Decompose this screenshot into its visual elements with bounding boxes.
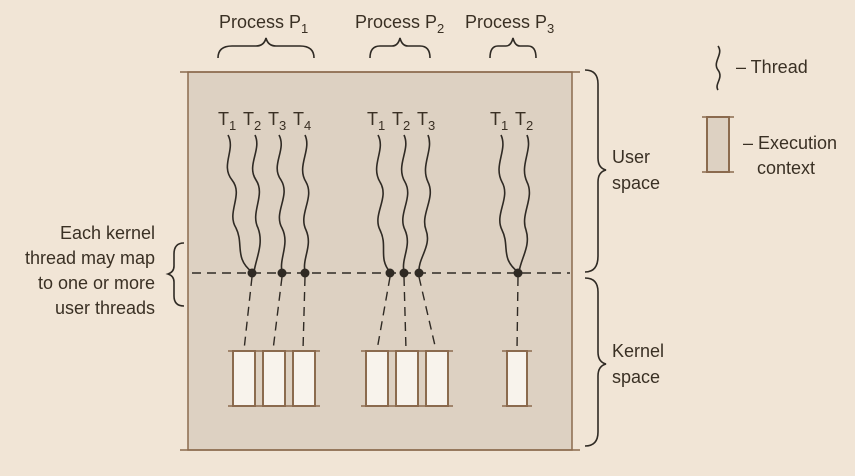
kernel-thread-dot xyxy=(277,268,287,278)
kernel-map-line xyxy=(418,276,437,351)
thread-label-p1-t3: T3 xyxy=(268,109,286,133)
kernel-thread-dot xyxy=(300,268,310,278)
legend: – Thread – Execution context xyxy=(702,45,837,178)
thread-legend-icon xyxy=(715,45,721,91)
kernel-map-line xyxy=(272,276,283,351)
execution-context-legend-icon xyxy=(706,116,730,173)
thread-label-p1-t2: T2 xyxy=(243,109,261,133)
left-note-line1: Each kernel xyxy=(60,223,155,243)
kernel-thread-dots xyxy=(247,268,523,278)
user-thread-p3-t1 xyxy=(498,134,519,273)
kernel-map-line xyxy=(376,276,391,351)
execution-context-box xyxy=(506,350,528,407)
thread-label-p2-t2: T2 xyxy=(392,109,410,133)
user-thread-p2-t3 xyxy=(418,134,432,273)
kernel-thread-dot xyxy=(414,268,424,278)
left-note-line2: thread may map xyxy=(25,248,155,268)
thread-label-p1-t4: T4 xyxy=(293,109,311,133)
kernel-thread-dot xyxy=(513,268,523,278)
kernel-map-line xyxy=(516,276,519,351)
process-p2-label: Process P2 xyxy=(355,12,444,36)
kernel-space-label-line1: Kernel xyxy=(612,341,664,361)
execution-context-box xyxy=(292,350,316,407)
kernel-thread-dot xyxy=(385,268,395,278)
kernel-map-line xyxy=(403,276,407,351)
legend-execution-label-line2: context xyxy=(757,158,815,178)
process-p1-label: Process P1 xyxy=(219,12,308,36)
left-note-line4: user threads xyxy=(55,298,155,318)
user-thread-p1-t3 xyxy=(276,134,286,273)
execution-context-box xyxy=(232,350,256,407)
user-threads xyxy=(226,134,531,273)
execution-context-box xyxy=(262,350,286,407)
process-p2-brace xyxy=(369,37,431,59)
user-thread-p1-t2 xyxy=(251,134,261,273)
kernel-thread-dot xyxy=(247,268,257,278)
execution-context-box xyxy=(425,350,449,407)
kernel-map-line xyxy=(302,276,306,351)
user-space-brace xyxy=(584,69,607,273)
execution-context-box xyxy=(365,350,389,407)
kernel-space-label-line2: space xyxy=(612,367,660,387)
user-thread-p1-t4 xyxy=(301,134,310,273)
user-thread-p2-t2 xyxy=(400,134,409,273)
thread-label-p3-t2: T2 xyxy=(515,109,533,133)
kernel-space-brace xyxy=(584,277,607,447)
thread-label-p2-t1: T1 xyxy=(367,109,385,133)
kernel-map-line xyxy=(243,276,253,351)
left-note-line3: to one or more xyxy=(38,273,155,293)
process-p1-brace xyxy=(217,37,315,59)
user-space-label-line2: space xyxy=(612,173,660,193)
kernel-thread-dot xyxy=(399,268,409,278)
execution-context-box xyxy=(395,350,419,407)
user-thread-p3-t2 xyxy=(518,134,531,273)
legend-execution-label-line1: – Execution xyxy=(743,133,837,153)
p1-thread-labels: T1 T2 T3 T4 xyxy=(218,109,311,133)
thread-label-p1-t1: T1 xyxy=(218,109,236,133)
kernel-mapping-lines xyxy=(243,276,519,351)
process-p3-brace xyxy=(489,37,537,59)
legend-thread-label: – Thread xyxy=(736,57,808,77)
left-note: Each kernel thread may map to one or mor… xyxy=(25,223,155,318)
execution-contexts xyxy=(228,350,532,407)
thread-label-p2-t3: T3 xyxy=(417,109,435,133)
process-p3-label: Process P3 xyxy=(465,12,554,36)
user-thread-p1-t1 xyxy=(226,134,253,273)
thread-label-p3-t1: T1 xyxy=(490,109,508,133)
p3-thread-labels: T1 T2 xyxy=(490,109,533,133)
left-note-brace xyxy=(165,242,185,307)
user-space-label-line1: User xyxy=(612,147,650,167)
user-thread-p2-t1 xyxy=(375,134,391,273)
p2-thread-labels: T1 T2 T3 xyxy=(367,109,435,133)
